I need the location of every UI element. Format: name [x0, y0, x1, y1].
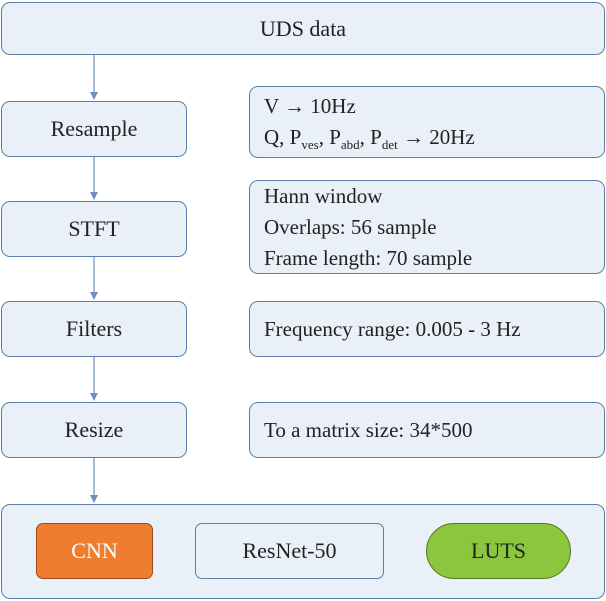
luts-box: LUTS [426, 523, 571, 579]
stft-note-line3: Frame length: 70 sample [264, 245, 473, 270]
resnet-label: ResNet-50 [242, 538, 337, 563]
filters-note-text: Frequency range: 0.005 - 3 Hz [264, 316, 521, 341]
cnn-box: CNN [36, 523, 153, 579]
stft-note-line2: Overlaps: 56 sample [264, 214, 437, 239]
resize-note: To a matrix size: 34*500 [249, 402, 605, 458]
resample-box: Resample [1, 101, 187, 157]
cnn-label: CNN [71, 538, 118, 563]
resnet-box: ResNet-50 [195, 523, 384, 579]
stft-note-line1: Hann window [264, 183, 383, 208]
resample-note: V → 10Hz Q, Pves, Pabd, Pdet → 20Hz [249, 86, 605, 158]
resample-note-line2: Q, Pves, Pabd, Pdet → 20Hz [264, 125, 475, 153]
stft-note: Hann window Overlaps: 56 sample Frame le… [249, 180, 605, 274]
resample-note-line1: V → 10Hz [264, 94, 356, 118]
filters-label: Filters [65, 316, 123, 341]
stft-label: STFT [68, 216, 120, 241]
uds-data-box: UDS data [1, 2, 605, 55]
stft-box: STFT [1, 201, 187, 257]
resize-note-text: To a matrix size: 34*500 [264, 417, 473, 442]
resize-box: Resize [1, 402, 187, 458]
uds-data-label: UDS data [259, 15, 347, 41]
filters-note: Frequency range: 0.005 - 3 Hz [249, 301, 605, 357]
filters-box: Filters [1, 301, 187, 357]
resize-label: Resize [64, 417, 124, 442]
luts-label: LUTS [471, 538, 526, 563]
resample-label: Resample [50, 116, 138, 141]
